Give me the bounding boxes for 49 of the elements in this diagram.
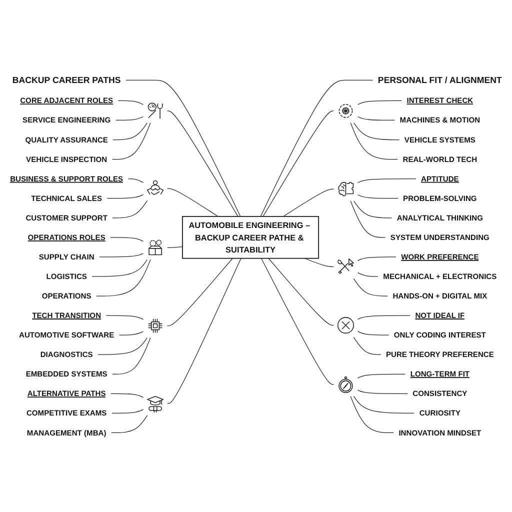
connector-line xyxy=(106,194,144,199)
connector-line xyxy=(167,110,238,217)
connector-line xyxy=(357,390,408,394)
topic-box: AUTOMOBILE ENGINEERING – BACKUP CAREER PATHE & SUITABILITY xyxy=(182,216,320,259)
connector-line xyxy=(350,122,398,160)
connector-line xyxy=(167,188,218,217)
connector-line xyxy=(111,415,148,434)
connector-line xyxy=(96,259,151,296)
connector-line xyxy=(115,116,144,121)
connector-line xyxy=(98,337,148,355)
connector-line xyxy=(260,80,374,217)
connector-line xyxy=(357,331,390,336)
connector-line xyxy=(112,122,148,140)
connector-line xyxy=(106,315,144,320)
connector-line xyxy=(262,110,334,217)
connector-line xyxy=(357,100,402,105)
connector-line xyxy=(118,100,144,105)
connector-line xyxy=(125,80,241,217)
connector-line xyxy=(167,246,183,248)
connector-line xyxy=(357,272,378,277)
connector-line xyxy=(260,258,334,385)
connector-line xyxy=(357,256,396,262)
connector-line xyxy=(353,278,388,296)
connector-line xyxy=(268,258,334,326)
connector-line xyxy=(112,337,151,374)
connector-line xyxy=(282,188,334,217)
connector-line xyxy=(110,393,144,398)
connector-line xyxy=(167,258,233,326)
connector-line xyxy=(118,331,144,336)
connector-line xyxy=(167,258,242,404)
connector-line xyxy=(99,253,144,258)
connector-line xyxy=(357,178,416,184)
connector-line xyxy=(350,200,386,238)
connector-line xyxy=(357,194,398,199)
connector-line xyxy=(112,122,151,160)
connector-line xyxy=(110,237,144,242)
connector-line xyxy=(354,122,400,140)
connector-line xyxy=(111,409,144,414)
connector-line xyxy=(354,200,392,218)
connector-line xyxy=(354,396,415,414)
connector-line xyxy=(304,258,334,268)
connector-line xyxy=(357,374,406,378)
connector-line xyxy=(350,396,394,434)
connector-line xyxy=(357,315,410,320)
connector-line xyxy=(92,259,148,277)
connector-line xyxy=(112,200,148,218)
connector-line xyxy=(353,336,382,355)
connector-line xyxy=(357,116,396,121)
connector-line xyxy=(128,178,144,183)
